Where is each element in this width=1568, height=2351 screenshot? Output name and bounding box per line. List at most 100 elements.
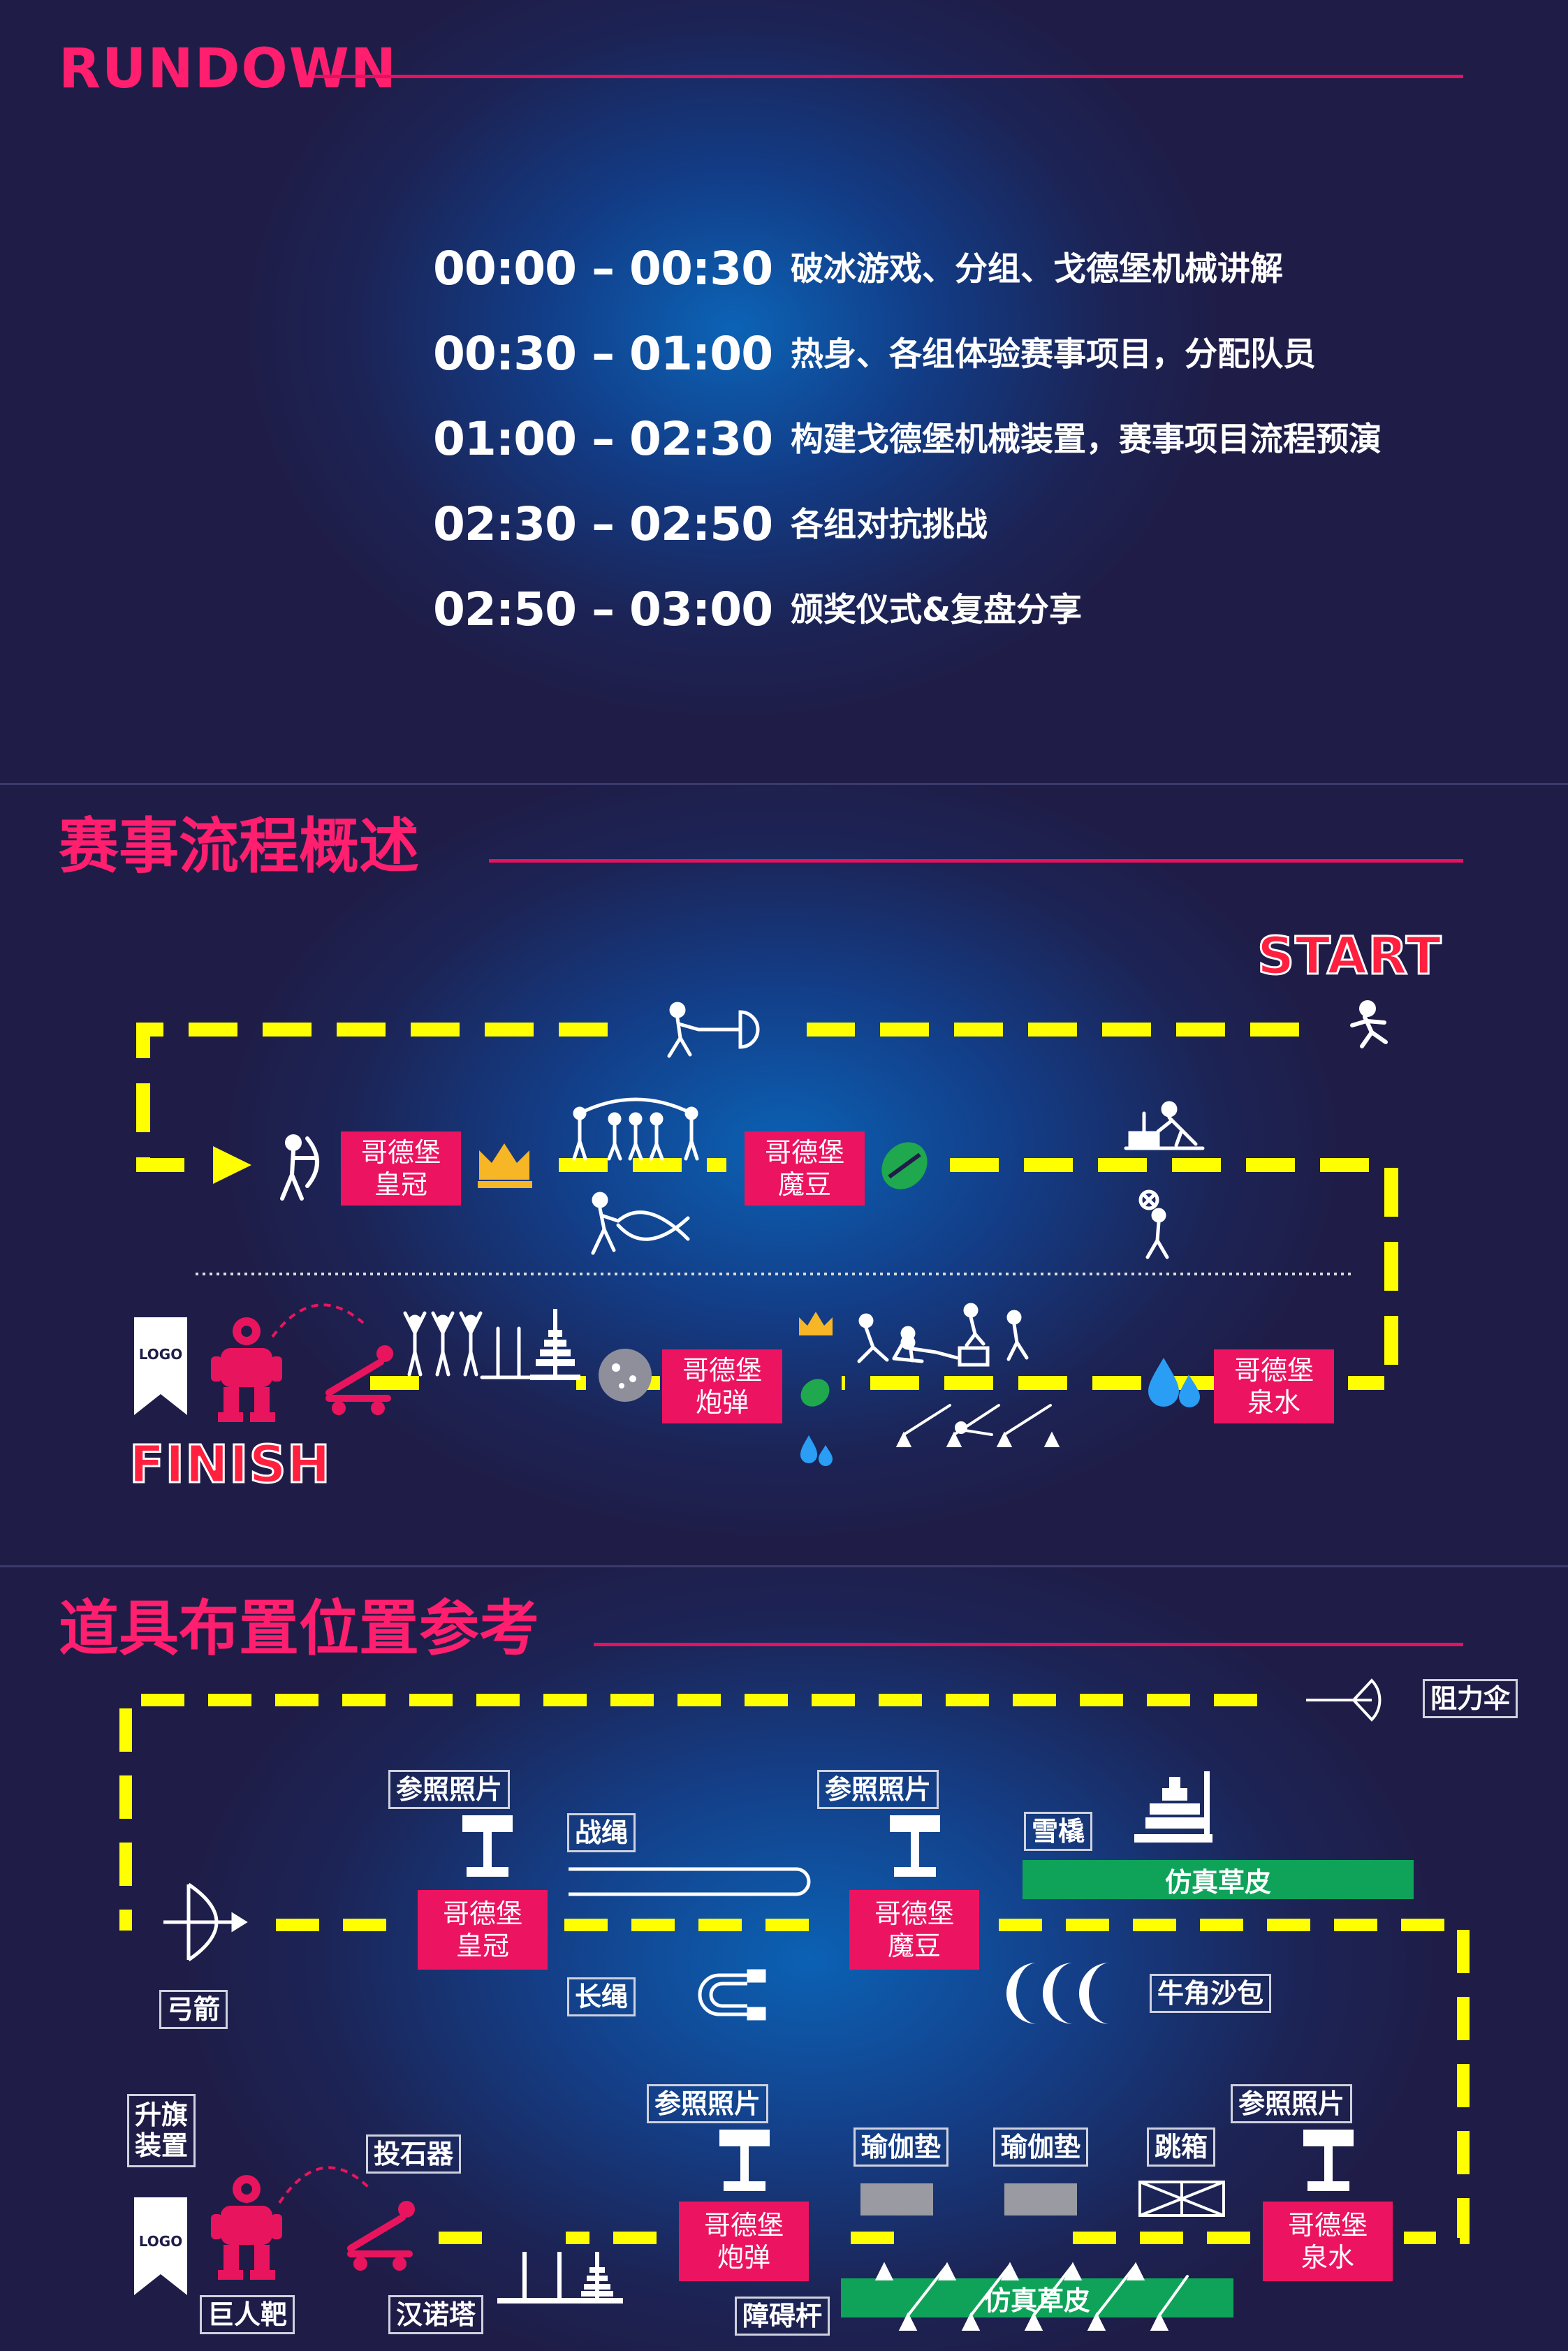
path-top-left	[136, 1023, 608, 1172]
start-label: START	[1256, 926, 1442, 986]
prop-station-cannon: 哥德堡 炮弹	[679, 2202, 809, 2281]
jump-rope-group-icon	[572, 1097, 699, 1161]
horn-sandbag-icon	[1006, 1963, 1110, 2024]
station-crown: 哥德堡 皇冠	[341, 1131, 461, 1206]
horn-sandbag-label: 牛角沙包	[1150, 1974, 1272, 2013]
mini-crown-icon	[799, 1312, 833, 1335]
schedule-desc: 破冰游戏、分组、戈德堡机械讲解	[791, 250, 1283, 288]
parachute-run-icon	[667, 1002, 760, 1058]
long-rope-icon	[698, 1969, 766, 2021]
flow-title: 赛事流程概述	[59, 812, 419, 881]
yoga-mat-label: 瑜伽垫	[993, 2127, 1089, 2167]
finish-label: FINISH	[129, 1435, 332, 1495]
battle-rope-label: 战绳	[567, 1813, 636, 1852]
long-rope-label: 长绳	[567, 1977, 636, 2016]
title-rule	[594, 1643, 1463, 1646]
prop-station-bean: 哥德堡 魔豆	[849, 1890, 979, 1970]
schedule-desc: 颁奖仪式&复盘分享	[791, 591, 1082, 629]
ref-photo-label: 参照照片	[1231, 2084, 1353, 2123]
props-title: 道具布置位置参考	[59, 1594, 539, 1664]
runner-start-icon	[1350, 1000, 1388, 1048]
rundown-title: RUNDOWN	[59, 38, 398, 101]
mini-bean-icon	[800, 1379, 830, 1407]
crown-icon	[478, 1143, 532, 1188]
ref-photo-label: 参照照片	[817, 1770, 939, 1809]
water-drop-icon	[1148, 1358, 1200, 1407]
turf-bar: 仿真草皮	[841, 2278, 1233, 2317]
station-label: 哥德堡 皇冠	[360, 1137, 441, 1200]
station-label: 哥德堡 魔豆	[764, 1137, 844, 1200]
logo-flag-icon: LOGO	[134, 1317, 187, 1415]
jump-box-icon	[1138, 2181, 1225, 2217]
schedule-desc: 构建戈德堡机械装置，赛事项目流程预演	[791, 420, 1382, 459]
giant-target-robot-icon	[211, 2175, 282, 2280]
rundown-panel: RUNDOWN 00:00 – 00:30 破冰游戏、分组、戈德堡机械讲解 00…	[0, 0, 1568, 782]
photo-stand-icon	[719, 2130, 770, 2191]
parachute-icon	[1306, 1678, 1382, 1722]
station-cannon: 哥德堡 炮弹	[662, 1349, 782, 1423]
schedule-time: 01:00 – 02:30	[433, 412, 773, 466]
ref-photo-label: 参照照片	[388, 1770, 511, 1809]
bow-label: 弓箭	[159, 1990, 228, 2029]
prop-path	[119, 1694, 1470, 2244]
schedule-time: 02:50 – 03:00	[433, 583, 773, 636]
prop-station-spring: 哥德堡 泉水	[1263, 2202, 1393, 2281]
station-label: 哥德堡 魔豆	[874, 1898, 954, 1961]
jump-box-label: 跳箱	[1147, 2127, 1216, 2167]
mini-drop-icon	[800, 1435, 833, 1466]
logo-text: LOGO	[139, 1346, 182, 1363]
hanoi-rack-icon	[497, 2252, 623, 2304]
station-bean: 哥德堡 魔豆	[745, 1131, 865, 1206]
hanoi-tower-icon	[530, 1309, 580, 1380]
bean-icon	[881, 1142, 928, 1189]
station-label: 哥德堡 泉水	[1233, 1355, 1314, 1418]
cannonball-icon	[599, 1349, 652, 1402]
giant-target-label: 巨人靶	[200, 2295, 295, 2334]
race-path	[136, 1023, 1398, 1390]
hanoi-label: 汉诺塔	[388, 2295, 484, 2334]
turf-bar: 仿真草皮	[1023, 1860, 1414, 1899]
schedule-time: 02:30 – 02:50	[433, 497, 773, 551]
partner-exercise-icon	[857, 1313, 924, 1363]
sled-label: 雪橇	[1024, 1812, 1093, 1851]
yoga-mat-icon	[860, 2183, 933, 2215]
sled-push-icon	[1124, 1101, 1205, 1150]
logo-text: LOGO	[139, 2233, 182, 2250]
schedule-time: 00:00 – 00:30	[433, 242, 773, 295]
trajectory-arc	[271, 1303, 365, 1338]
parachute-label: 阻力伞	[1423, 1679, 1518, 1718]
props-panel: 道具布置位置参考 哥德堡 皇冠 哥德堡 魔豆 哥德堡 炮弹 哥德堡 泉水 参照照…	[0, 1567, 1568, 2351]
archer-icon	[280, 1134, 319, 1201]
trajectory-arc	[278, 2166, 372, 2204]
ball-throw-icon	[1138, 1189, 1169, 1259]
flag-label: 升旗 装置	[127, 2094, 196, 2168]
obstacle-bar-label: 障碍杆	[735, 2297, 830, 2336]
battle-rope-icon	[569, 1867, 811, 1896]
logo-flag-icon: LOGO	[134, 2197, 187, 2295]
ref-photo-label: 参照照片	[647, 2084, 769, 2123]
crawl-obstacles-icon	[895, 1404, 1060, 1447]
station-label: 哥德堡 炮弹	[703, 2210, 784, 2273]
sled-icon	[1134, 1771, 1212, 1843]
schedule-time: 00:30 – 01:00	[433, 327, 773, 381]
direction-arrow-icon	[213, 1146, 251, 1184]
prop-station-crown: 哥德堡 皇冠	[418, 1890, 548, 1970]
station-label: 哥德堡 皇冠	[442, 1898, 522, 1961]
station-label: 哥德堡 泉水	[1287, 2210, 1368, 2273]
photo-stand-icon	[1303, 2130, 1354, 2191]
bow-arrow-icon	[163, 1882, 248, 1962]
station-spring: 哥德堡 泉水	[1214, 1349, 1334, 1423]
station-label: 哥德堡 炮弹	[682, 1355, 762, 1418]
yoga-mat-label: 瑜伽垫	[853, 2127, 949, 2167]
catapult-label: 投石器	[366, 2134, 462, 2174]
photo-stand-icon	[890, 1815, 940, 1877]
catapult-icon	[347, 2201, 415, 2271]
panel-divider	[0, 1565, 1568, 1567]
giant-target-robot-icon	[211, 1317, 282, 1422]
flow-panel: 赛事流程概述 START FINISH 哥德堡 皇冠 哥德堡 魔豆 哥德堡 炮弹…	[0, 785, 1568, 1565]
schedule-desc: 各组对抗挑战	[791, 506, 988, 544]
yoga-mat-icon	[1004, 2183, 1077, 2215]
photo-stand-icon	[462, 1815, 513, 1877]
title-rule	[314, 75, 1463, 78]
catapult-icon	[325, 1345, 393, 1415]
